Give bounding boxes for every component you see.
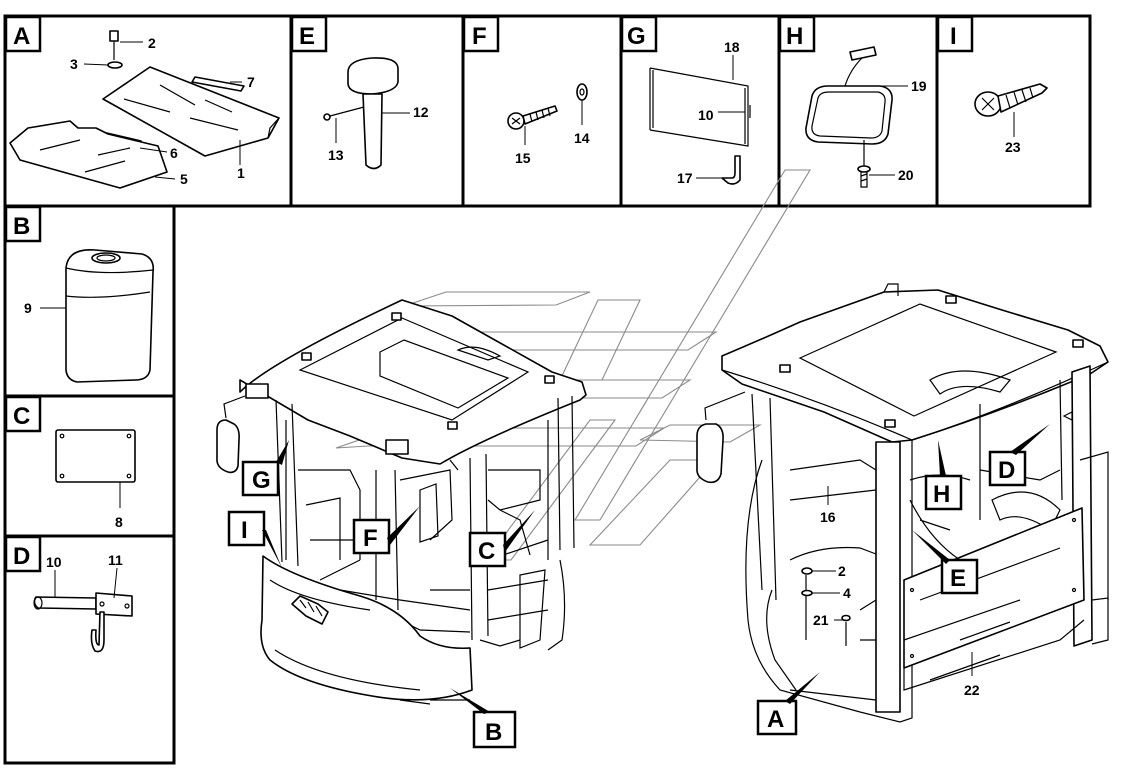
callout-22: 22: [964, 682, 980, 698]
hammer-head: [347, 57, 399, 95]
callout-5: 5: [180, 171, 188, 187]
plate-8: [55, 429, 136, 483]
callout-13: 13: [328, 147, 344, 163]
hammer-handle: [362, 93, 383, 170]
right-cab-markers: [756, 450, 1027, 736]
left-cab-marker-pointers: [262, 440, 535, 714]
panel-b-letter: B: [13, 213, 30, 240]
marker-f: F: [363, 525, 378, 552]
callout-15: 15: [515, 150, 531, 166]
panel-h-letter: H: [786, 23, 803, 50]
callout-6: 6: [170, 145, 178, 161]
callout-1: 1: [237, 165, 245, 181]
marker-h: H: [933, 481, 950, 508]
right-cab-marker-pointers: [785, 424, 1050, 704]
washer-14: [576, 83, 588, 101]
callout-19: 19: [911, 78, 927, 94]
screw-20: [857, 165, 871, 173]
callout-3: 3: [70, 56, 78, 72]
panel-i-letter: I: [950, 23, 957, 50]
panel-e-letter: E: [299, 23, 315, 50]
marker-i: I: [241, 517, 248, 544]
callout-21: 21: [813, 612, 829, 628]
panel-d-coat-hook: [33, 567, 133, 653]
marker-d: D: [998, 457, 1015, 484]
marker-a: A: [767, 706, 784, 733]
washer-3: [107, 61, 123, 69]
callout-2-right: 2: [838, 563, 846, 579]
panel-a-floor-mats: [9, 30, 280, 189]
left-cab-markers: [227, 460, 517, 749]
hook-plate-11: [95, 592, 133, 617]
callout-17: 17: [677, 170, 693, 186]
panel-b-reservoir: [40, 249, 155, 383]
marker-b: B: [485, 719, 502, 746]
reservoir-9: [65, 249, 155, 383]
panel-i-screw: [974, 83, 1048, 137]
panel-f-screw: [507, 83, 588, 145]
panel-e-hammer: [323, 57, 410, 170]
marker-g: G: [252, 467, 271, 494]
panel-f-letter: F: [472, 23, 487, 50]
panel-g-letter: G: [627, 23, 646, 50]
bolt-2: [109, 30, 119, 42]
panel-letter-boxes: [4, 15, 974, 573]
panel-c-letter: C: [13, 403, 30, 430]
bolt-10: [33, 596, 97, 610]
panel-g-sun-blind: [649, 55, 751, 185]
callout-12: 12: [413, 104, 429, 120]
callout-7: 7: [247, 74, 255, 90]
panel-c-plate: [55, 429, 136, 508]
panel-a-letter: A: [13, 23, 30, 50]
mirror-19: [805, 85, 893, 145]
callout-14: 14: [574, 130, 590, 146]
callout-20: 20: [898, 167, 914, 183]
left-cab-roof: [239, 299, 587, 465]
callout-4: 4: [843, 585, 851, 601]
panel-d-letter: D: [13, 543, 30, 570]
lower-mat: [9, 120, 168, 189]
callout-18: 18: [724, 39, 740, 55]
panel-h-mirror: [805, 46, 908, 188]
callout-9: 9: [24, 300, 32, 316]
left-cab-lower-body: [260, 555, 473, 701]
callout-2: 2: [148, 35, 156, 51]
right-cab-mirror: [696, 423, 724, 484]
strip-7: [191, 76, 245, 92]
cab-left-drawing: [216, 299, 587, 705]
callout-23: 23: [1005, 139, 1021, 155]
cab-right-drawing: [696, 283, 1109, 723]
left-cab-mirror: [216, 419, 240, 474]
callout-16: 16: [820, 509, 836, 525]
right-cab-side-panel: [903, 507, 1085, 669]
callout-10: 10: [46, 554, 62, 570]
hook-17: [721, 155, 741, 185]
marker-c: C: [478, 538, 495, 565]
callout-8: 8: [115, 514, 123, 530]
callout-11: 11: [108, 552, 123, 568]
callout-10: 10: [698, 107, 714, 123]
marker-e: E: [950, 565, 966, 592]
